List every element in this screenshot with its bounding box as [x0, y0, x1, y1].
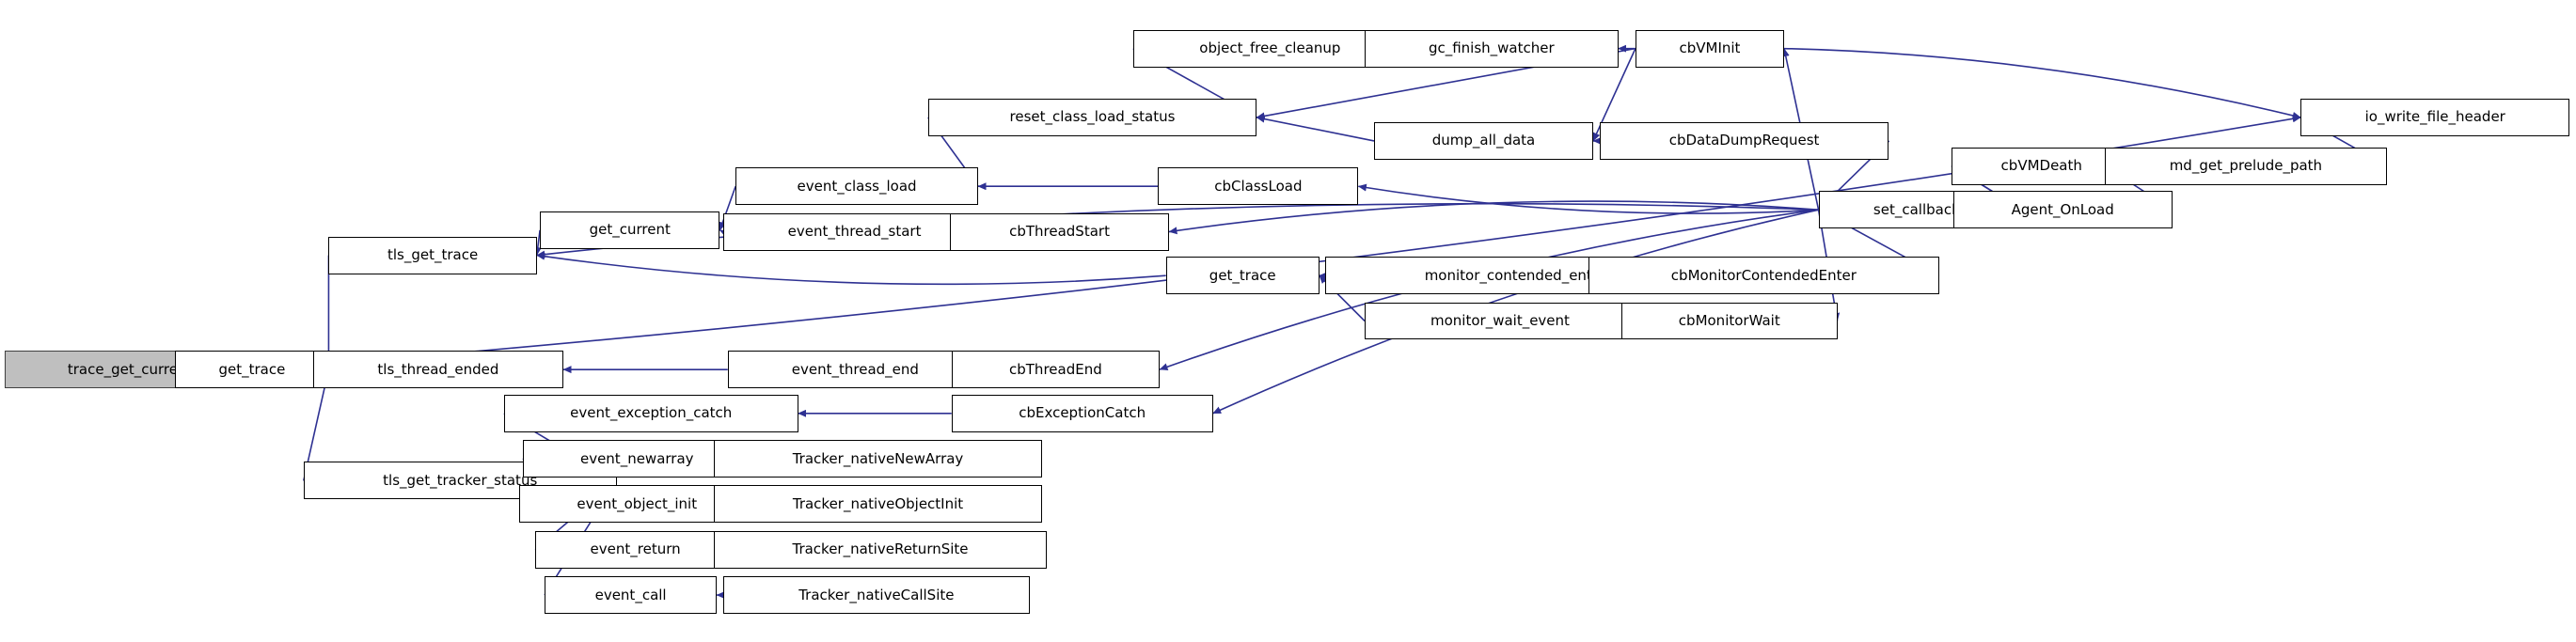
graph-node-event_call[interactable]: event_call — [545, 576, 718, 614]
graph-node-cbMonitorContendedEnter[interactable]: cbMonitorContendedEnter — [1588, 257, 1939, 295]
graph-node-cbVMInit[interactable]: cbVMInit — [1635, 29, 1784, 68]
graph-node-label: reset_class_load_status — [1009, 108, 1176, 126]
graph-edge — [1357, 183, 1819, 214]
graph-node-label: Tracker_nativeObjectInit — [792, 494, 964, 512]
graph-node-label: get_trace — [1209, 266, 1276, 284]
graph-node-Tracker_nativeCallSite[interactable]: Tracker_nativeCallSite — [722, 576, 1030, 614]
graph-node-label: object_free_cleanup — [1199, 39, 1341, 57]
graph-node-reset_class_load_status[interactable]: reset_class_load_status — [927, 98, 1257, 136]
graph-edge — [1256, 115, 1375, 142]
graph-node-get_trace_m[interactable]: get_trace — [1165, 257, 1320, 295]
graph-node-label: event_thread_end — [791, 360, 919, 378]
graph-node-label: get_current — [589, 221, 671, 239]
graph-node-get_trace_l[interactable]: get_trace — [175, 351, 329, 389]
graph-node-label: Tracker_nativeCallSite — [798, 586, 955, 603]
graph-node-cbExceptionCatch[interactable]: cbExceptionCatch — [951, 394, 1213, 432]
graph-node-label: gc_finish_watcher — [1428, 39, 1555, 57]
graph-node-label: cbThreadEnd — [1009, 360, 1102, 378]
graph-node-label: dump_all_data — [1431, 132, 1536, 149]
graph-node-label: md_get_prelude_path — [2169, 157, 2323, 175]
graph-node-label: cbVMDeath — [2000, 157, 2082, 175]
graph-node-Tracker_nativeReturnSite[interactable]: Tracker_nativeReturnSite — [713, 530, 1048, 569]
graph-node-label: cbThreadStart — [1009, 223, 1110, 241]
graph-node-event_exception_catch[interactable]: event_exception_catch — [503, 394, 798, 432]
graph-node-label: monitor_wait_event — [1430, 311, 1570, 329]
graph-node-label: Tracker_nativeNewArray — [792, 449, 964, 467]
graph-node-label: cbExceptionCatch — [1019, 404, 1146, 422]
graph-node-cbThreadStart[interactable]: cbThreadStart — [950, 212, 1170, 251]
graph-node-event_thread_start[interactable]: event_thread_start — [722, 212, 987, 251]
graph-node-label: cbMonitorWait — [1678, 311, 1780, 329]
graph-node-label: cbClassLoad — [1214, 177, 1303, 195]
graph-node-event_thread_end[interactable]: event_thread_end — [727, 351, 983, 389]
graph-edge — [1783, 47, 2301, 119]
graph-node-label: get_trace — [218, 360, 286, 378]
graph-node-label: trace_get_current — [67, 360, 193, 378]
graph-node-label: event_exception_catch — [570, 404, 733, 422]
graph-node-tls_thread_ended[interactable]: tls_thread_ended — [312, 351, 564, 389]
graph-node-cbThreadEnd[interactable]: cbThreadEnd — [951, 351, 1161, 389]
graph-node-gc_finish_watcher[interactable]: gc_finish_watcher — [1365, 29, 1619, 68]
graph-node-label: tls_get_trace — [387, 246, 479, 264]
graph-node-label: cbDataDumpRequest — [1668, 132, 1820, 149]
graph-node-event_class_load[interactable]: event_class_load — [735, 167, 979, 206]
graph-edge — [536, 252, 1166, 286]
graph-node-cbDataDumpRequest[interactable]: cbDataDumpRequest — [1599, 121, 1889, 160]
graph-node-event_return[interactable]: event_return — [535, 530, 736, 569]
graph-node-md_get_prelude_path[interactable]: md_get_prelude_path — [2105, 147, 2387, 185]
graph-node-cbMonitorWait[interactable]: cbMonitorWait — [1620, 302, 1838, 340]
graph-node-tls_get_trace[interactable]: tls_get_trace — [328, 236, 537, 274]
graph-node-cbClassLoad[interactable]: cbClassLoad — [1158, 167, 1359, 206]
graph-node-label: event_object_init — [577, 494, 698, 512]
graph-node-label: event_thread_start — [787, 223, 922, 241]
graph-node-monitor_wait_event[interactable]: monitor_wait_event — [1365, 302, 1636, 340]
graph-node-Agent_OnLoad[interactable]: Agent_OnLoad — [1952, 191, 2173, 229]
graph-node-label: cbVMInit — [1679, 39, 1741, 57]
graph-node-label: Agent_OnLoad — [2011, 200, 2114, 218]
graph-node-label: tls_get_tracker_status — [383, 471, 538, 489]
graph-node-label: event_call — [594, 586, 667, 603]
graph-node-label: Tracker_nativeReturnSite — [792, 540, 969, 558]
graph-node-Tracker_nativeNewArray[interactable]: Tracker_nativeNewArray — [713, 440, 1043, 478]
graph-node-label: io_write_file_header — [2364, 108, 2505, 126]
graph-node-io_write_file_header[interactable]: io_write_file_header — [2300, 98, 2570, 136]
graph-node-label: event_newarray — [579, 449, 694, 467]
graph-node-label: cbMonitorContendedEnter — [1670, 266, 1857, 284]
graph-node-get_current[interactable]: get_current — [540, 211, 720, 249]
graph-node-label: event_return — [590, 540, 681, 558]
graph-node-Tracker_nativeObjectInit[interactable]: Tracker_nativeObjectInit — [713, 485, 1043, 524]
graph-node-dump_all_data[interactable]: dump_all_data — [1374, 121, 1593, 160]
graph-node-label: tls_thread_ended — [377, 360, 499, 378]
graph-node-label: event_class_load — [797, 177, 917, 195]
graph-edge — [1168, 200, 1819, 235]
